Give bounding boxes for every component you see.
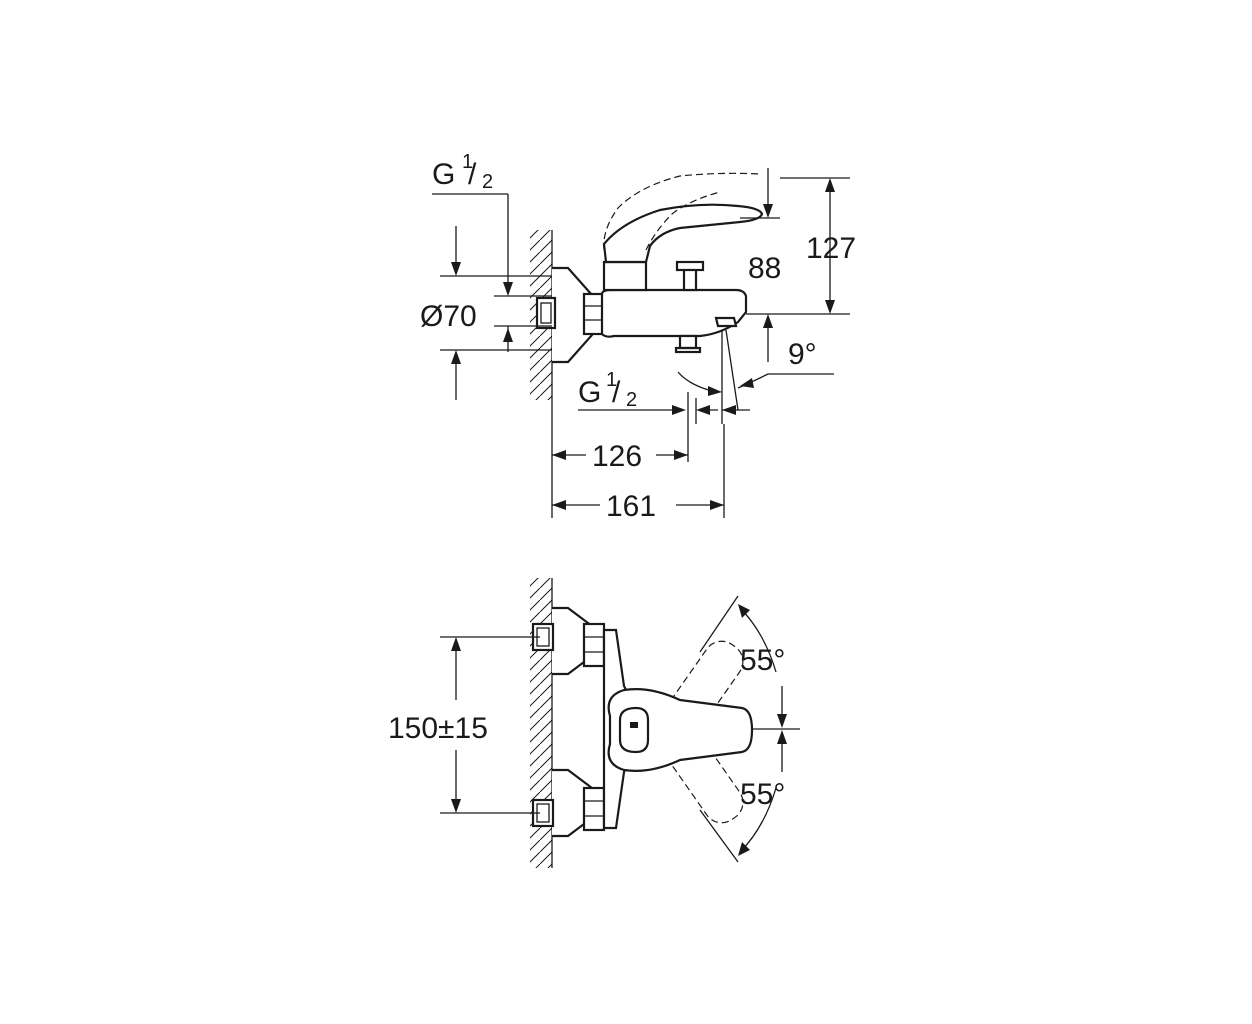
rosette-side (535, 266, 606, 364)
spout-angle-label: 9° (788, 338, 817, 371)
height-overall-label: 127 (806, 232, 856, 265)
height-spout-label: 88 (748, 252, 781, 285)
g-half-bottom-den: 2 (626, 389, 637, 411)
svg-text:/: / (612, 376, 621, 409)
g-half-bottom-letter: G (578, 376, 601, 409)
g-half-bottom-num: 1 (606, 369, 617, 391)
center-distance-label: 150±15 (388, 712, 488, 745)
depth-outlet-label: 126 (592, 440, 642, 473)
depth-overall-label: 161 (606, 490, 656, 523)
mixer-body-front (602, 628, 754, 830)
angle-upper-label: 55° (740, 644, 785, 677)
svg-text:/: / (468, 158, 477, 191)
diameter-label: Ø70 (420, 300, 477, 333)
angle-lower-label: 55° (740, 778, 785, 811)
side-labels: G 1 / 2 Ø70 127 88 9° G 1 / 2 126 161 (420, 151, 856, 523)
front-labels: 55° 55° 150±15 (388, 644, 785, 811)
g-half-top-num: 1 (462, 151, 473, 173)
side-view: G 1 / 2 Ø70 127 88 9° G 1 / 2 126 161 (420, 151, 856, 523)
g-half-top-den: 2 (482, 171, 493, 193)
g-half-top-letter: G (432, 158, 455, 191)
front-dimensions (440, 595, 800, 863)
front-view: 55° 55° 150±15 (388, 578, 800, 868)
wall-side (530, 230, 553, 518)
side-dimensions (432, 168, 850, 518)
eccentric-lower (531, 768, 606, 838)
mixer-body-side (600, 172, 764, 354)
eccentric-upper (531, 606, 606, 676)
